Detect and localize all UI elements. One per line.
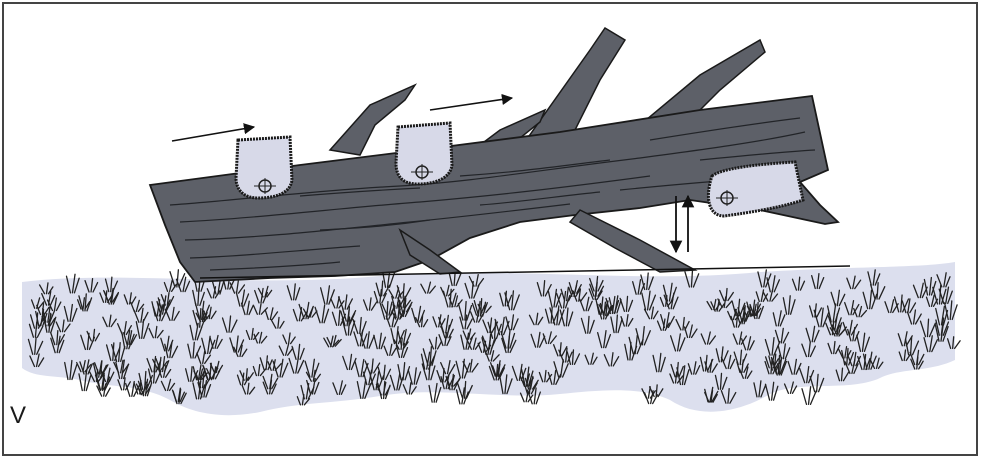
direction-arrow-icon [430, 98, 512, 110]
chainsaw-bar-icon [236, 137, 292, 198]
panel-label: V [10, 402, 26, 430]
chainsaw-bar-icon [396, 123, 452, 184]
up-down-arrows-icon [676, 196, 688, 252]
